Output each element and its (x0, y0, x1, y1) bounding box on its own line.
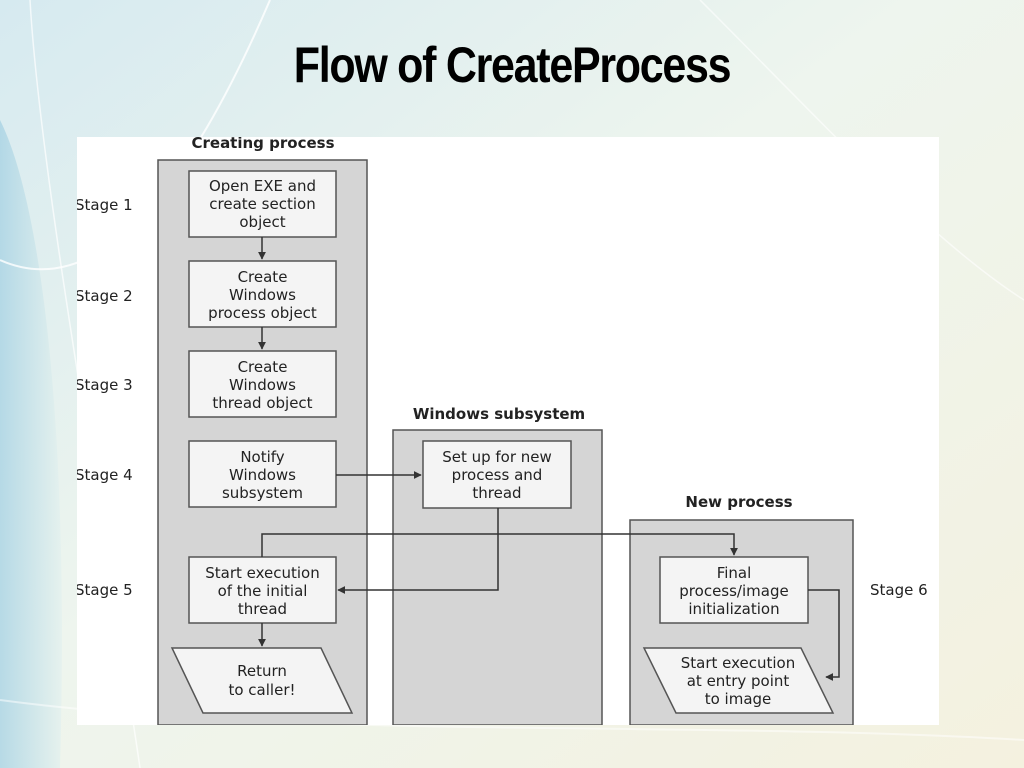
start-entry-point-shape (642, 647, 835, 714)
notify-line-1: Notify (240, 448, 284, 466)
creating-process-heading: Creating process (191, 137, 334, 152)
stage-1-label: Stage 1 (77, 196, 133, 214)
start-entry-line-1: Start execution (681, 654, 796, 672)
setup-line-2: process and (452, 466, 543, 484)
open-exe-line-2: create section (209, 195, 315, 213)
new-process-heading: New process (685, 493, 792, 511)
start-thread-line-2: of the initial (218, 582, 308, 600)
stage-3-label: Stage 3 (77, 376, 133, 394)
start-entry-line-2: at entry point (687, 672, 790, 690)
final-initialization-box (659, 556, 809, 624)
notify-line-2: Windows (229, 466, 296, 484)
start-entry-line-3: to image (705, 690, 772, 708)
stage-5-label: Stage 5 (77, 581, 133, 599)
return-line-2: to caller! (228, 681, 295, 699)
stage-4-label: Stage 4 (77, 466, 133, 484)
stage-2-label: Stage 2 (77, 287, 133, 305)
stage-6-label: Stage 6 (870, 581, 928, 599)
final-init-line-2: process/image (679, 582, 788, 600)
return-line-1: Return (237, 662, 287, 680)
start-thread-line-3: thread (238, 600, 287, 618)
setup-line-3: thread (472, 484, 521, 502)
final-init-line-1: Final (717, 564, 752, 582)
setup-new-process-box (422, 440, 572, 509)
start-thread-line-1: Start execution (205, 564, 320, 582)
windows-subsystem-heading: Windows subsystem (413, 405, 585, 423)
create-process-line-1: Create (238, 268, 288, 286)
open-exe-line-3: object (239, 213, 285, 231)
createprocess-flow-diagram: Creating process Windows subsystem New p… (77, 137, 939, 725)
create-thread-line-1: Create (238, 358, 288, 376)
create-thread-line-2: Windows (229, 376, 296, 394)
setup-line-1: Set up for new (442, 448, 552, 466)
notify-subsystem-box (188, 440, 337, 508)
create-thread-line-3: thread object (212, 394, 312, 412)
slide-title: Flow of CreateProcess (293, 37, 732, 93)
arrow-start-thread-to-final-init (261, 533, 738, 557)
return-to-caller-shape (170, 647, 354, 714)
create-process-line-3: process object (208, 304, 317, 322)
arrow-final-init-to-entry-point (808, 589, 840, 681)
notify-line-3: subsystem (222, 484, 303, 502)
final-init-line-3: initialization (688, 600, 779, 618)
open-exe-line-1: Open EXE and (209, 177, 316, 195)
start-initial-thread-box (188, 556, 337, 624)
arrow-setup-to-start-thread (337, 508, 499, 594)
create-process-line-2: Windows (229, 286, 296, 304)
create-thread-object-box (188, 350, 337, 418)
